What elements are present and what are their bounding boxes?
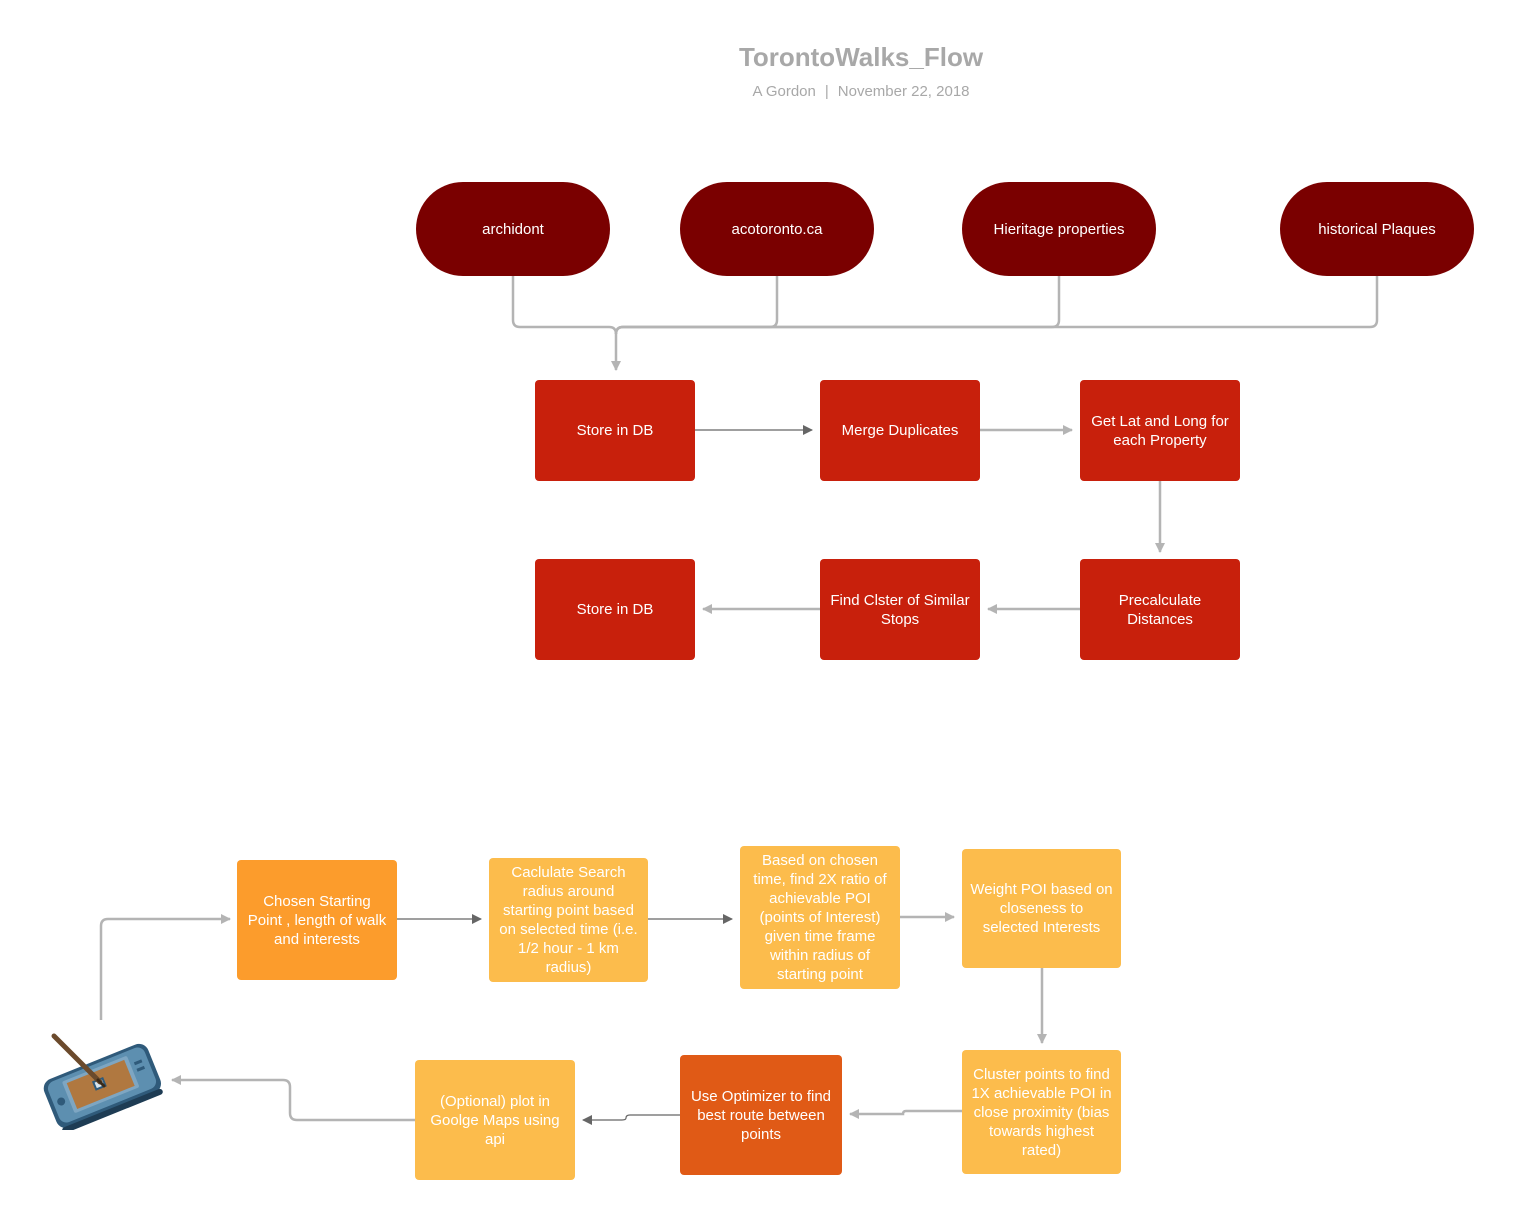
diagram-subtitle: A Gordon | November 22, 2018: [0, 83, 1515, 100]
subtitle-separator: |: [824, 83, 829, 100]
edge-optimizer-plot: [582, 1114, 680, 1125]
weight-poi-node[interactable]: Weight POI based on closeness to selecte…: [962, 849, 1121, 968]
precalculate-distances-node[interactable]: Precalculate Distances: [1080, 559, 1240, 660]
date: November 22, 2018: [837, 83, 970, 100]
get-lat-long-node[interactable]: Get Lat and Long for each Property: [1080, 380, 1240, 481]
edge-cluster-optimizer: [849, 1109, 962, 1119]
source-acotoronto[interactable]: acotoronto.ca: [680, 182, 874, 276]
store-in-db-node[interactable]: Store in DB: [535, 380, 695, 481]
source-heritage-properties[interactable]: Hieritage properties: [962, 182, 1156, 276]
chosen-starting-point-node[interactable]: Chosen Starting Point , length of walk a…: [237, 860, 397, 980]
find-cluster-node[interactable]: Find Clster of Similar Stops: [820, 559, 980, 660]
source-archidont[interactable]: archidont: [416, 182, 610, 276]
edge-archidont-store: [511, 276, 621, 371]
pda-with-stylus-icon: [43, 1033, 163, 1130]
find-2x-poi-node[interactable]: Based on chosen time, find 2X ratio of a…: [740, 846, 900, 989]
source-historical-plaques[interactable]: historical Plaques: [1280, 182, 1474, 276]
edge-acotoronto-store: [614, 276, 779, 335]
edge-plaques-store: [614, 276, 1379, 335]
diagram-title: TorontoWalks_Flow: [738, 42, 984, 72]
cluster-points-node[interactable]: Cluster points to find 1X achievable POI…: [962, 1050, 1121, 1174]
edge-device-start: [99, 914, 231, 1020]
edge-heritage-store: [614, 276, 1061, 335]
store-in-db-final-node[interactable]: Store in DB: [535, 559, 695, 660]
merge-duplicates-node[interactable]: Merge Duplicates: [820, 380, 980, 481]
calculate-search-radius-node[interactable]: Caclulate Search radius around starting …: [489, 858, 648, 982]
optimizer-node[interactable]: Use Optimizer to find best route between…: [680, 1055, 842, 1175]
author: A Gordon: [752, 83, 816, 100]
edge-plot-device: [171, 1075, 415, 1122]
plot-google-maps-node[interactable]: (Optional) plot in Goolge Maps using api: [415, 1060, 575, 1180]
